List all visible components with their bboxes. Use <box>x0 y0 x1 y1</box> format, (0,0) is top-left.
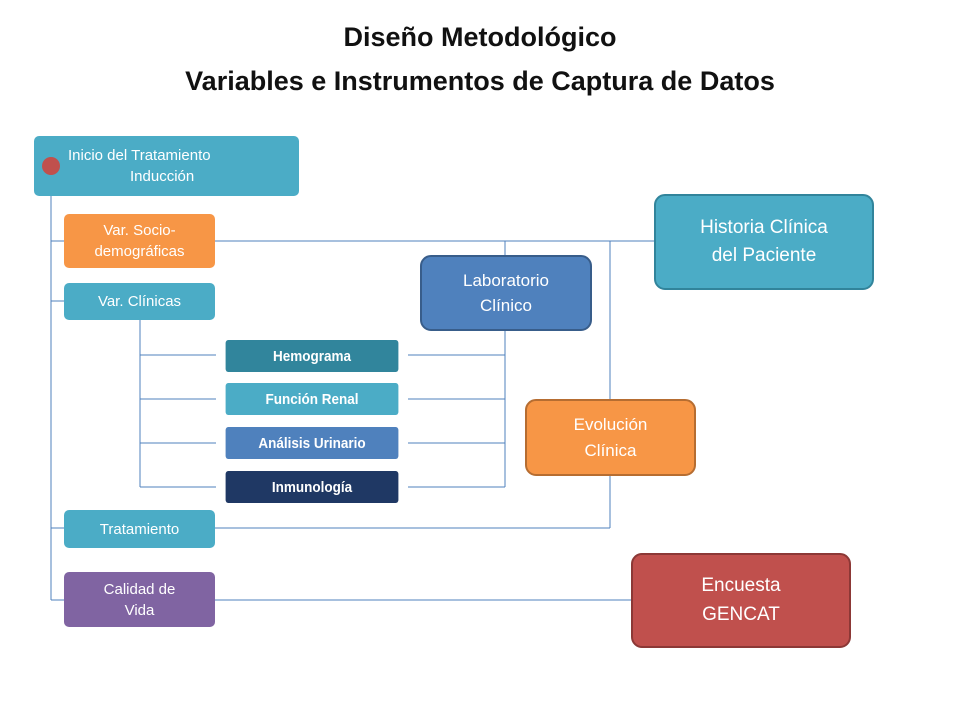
test-urinario-box: Análisis Urinario <box>225 427 399 459</box>
var-socio-box: Var. Socio- demográficas <box>64 214 215 268</box>
instrument-historia-label-2: del Paciente <box>711 245 817 266</box>
test-urinario-label: Análisis Urinario <box>258 434 366 452</box>
instrument-historia-box: Historia Clínica del Paciente <box>654 194 874 290</box>
var-socio-label-2: demográficas <box>94 243 185 260</box>
var-socio-label-1: Var. Socio- <box>103 222 176 239</box>
title-line-1: Diseño Metodológico <box>343 22 617 52</box>
var-tratamiento-label: Tratamiento <box>99 520 180 538</box>
start-label-1: Inicio del Tratamiento <box>68 147 211 164</box>
test-hemograma-label: Hemograma <box>272 347 352 365</box>
connector-group <box>50 175 654 601</box>
start-label-2: Inducción <box>130 168 195 185</box>
instrument-encuesta-label-2: GENCAT <box>702 603 780 625</box>
test-renal-box: Función Renal <box>225 383 399 415</box>
instrument-laboratorio-box: Laboratorio Clínico <box>420 255 592 331</box>
test-inmunologia-box: Inmunología <box>225 471 399 503</box>
var-clinicas-box: Var. Clínicas <box>64 283 215 320</box>
test-hemograma-box: Hemograma <box>225 340 399 372</box>
instrument-historia-label-1: Historia Clínica <box>700 216 828 238</box>
instrument-evolucion-label-1: Evolución <box>573 415 648 434</box>
test-renal-label: Función Renal <box>265 390 359 408</box>
start-dot <box>42 157 60 175</box>
var-calidad-box: Calidad de Vida <box>64 572 215 627</box>
start-box: Inicio del Tratamiento Inducción <box>34 136 299 196</box>
instrument-laboratorio-label-2: Clínico <box>480 296 532 315</box>
var-tratamiento-box: Tratamiento <box>64 510 215 548</box>
instrument-encuesta-label-1: Encuesta <box>701 575 781 596</box>
instrument-evolucion-box: Evolución Clínica <box>525 399 696 476</box>
title-line-2: Variables e Instrumentos de Captura de D… <box>185 66 775 96</box>
var-calidad-label-1: Calidad de <box>103 580 176 598</box>
var-calidad-label-2: Vida <box>124 601 155 619</box>
var-clinicas-label: Var. Clínicas <box>97 293 182 310</box>
test-inmunologia-label: Inmunología <box>271 478 353 496</box>
instrument-laboratorio-label-1: Laboratorio <box>462 270 549 290</box>
instrument-encuesta-box: Encuesta GENCAT <box>631 553 851 648</box>
instrument-evolucion-label-2: Clínica <box>584 440 637 460</box>
